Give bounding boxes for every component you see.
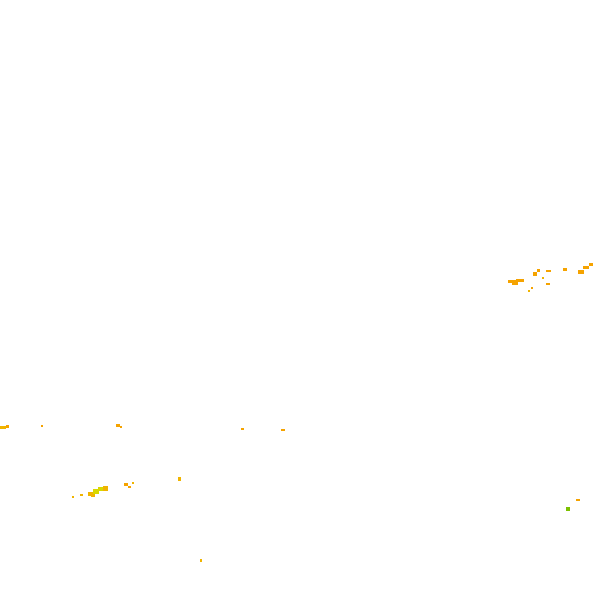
speck-sw-5 xyxy=(98,487,104,491)
speck-mid-1 xyxy=(116,424,120,427)
speck-east-14 xyxy=(528,290,530,292)
speck-east-13 xyxy=(542,277,544,279)
speck-mid-3 xyxy=(241,428,244,430)
speck-east-10 xyxy=(578,270,584,274)
speck-se-2 xyxy=(566,507,570,511)
speck-sw-10 xyxy=(132,482,134,484)
speck-sw-1 xyxy=(72,496,74,498)
speck-mid-2 xyxy=(120,426,122,428)
speck-west-1 xyxy=(0,426,6,429)
speck-west-2 xyxy=(6,425,9,428)
speck-east-8 xyxy=(546,283,550,285)
speck-sw-2 xyxy=(80,494,83,496)
speck-mid-4 xyxy=(281,429,285,431)
speck-east-11 xyxy=(583,266,589,269)
speck-east-12 xyxy=(589,263,593,266)
speck-east-1 xyxy=(508,280,518,283)
data-cluster-layer xyxy=(0,263,593,562)
speck-east-4 xyxy=(533,272,537,276)
speck-west-3 xyxy=(41,425,43,427)
speck-sw-3 xyxy=(88,492,93,496)
speck-sw-11 xyxy=(178,477,181,481)
speck-sw-8 xyxy=(124,483,128,486)
speck-east-2 xyxy=(516,279,524,282)
speck-se-1 xyxy=(576,499,580,501)
speck-east-3 xyxy=(512,283,518,285)
speck-east-9 xyxy=(563,268,567,271)
speck-sw-7 xyxy=(91,494,95,497)
speck-sw-12 xyxy=(200,559,202,562)
speck-east-5 xyxy=(537,269,540,272)
speck-sw-4 xyxy=(93,489,99,494)
speck-east-6 xyxy=(531,287,533,289)
speck-sw-9 xyxy=(128,486,131,488)
speck-sw-6 xyxy=(103,486,108,491)
speck-east-7 xyxy=(546,270,551,272)
